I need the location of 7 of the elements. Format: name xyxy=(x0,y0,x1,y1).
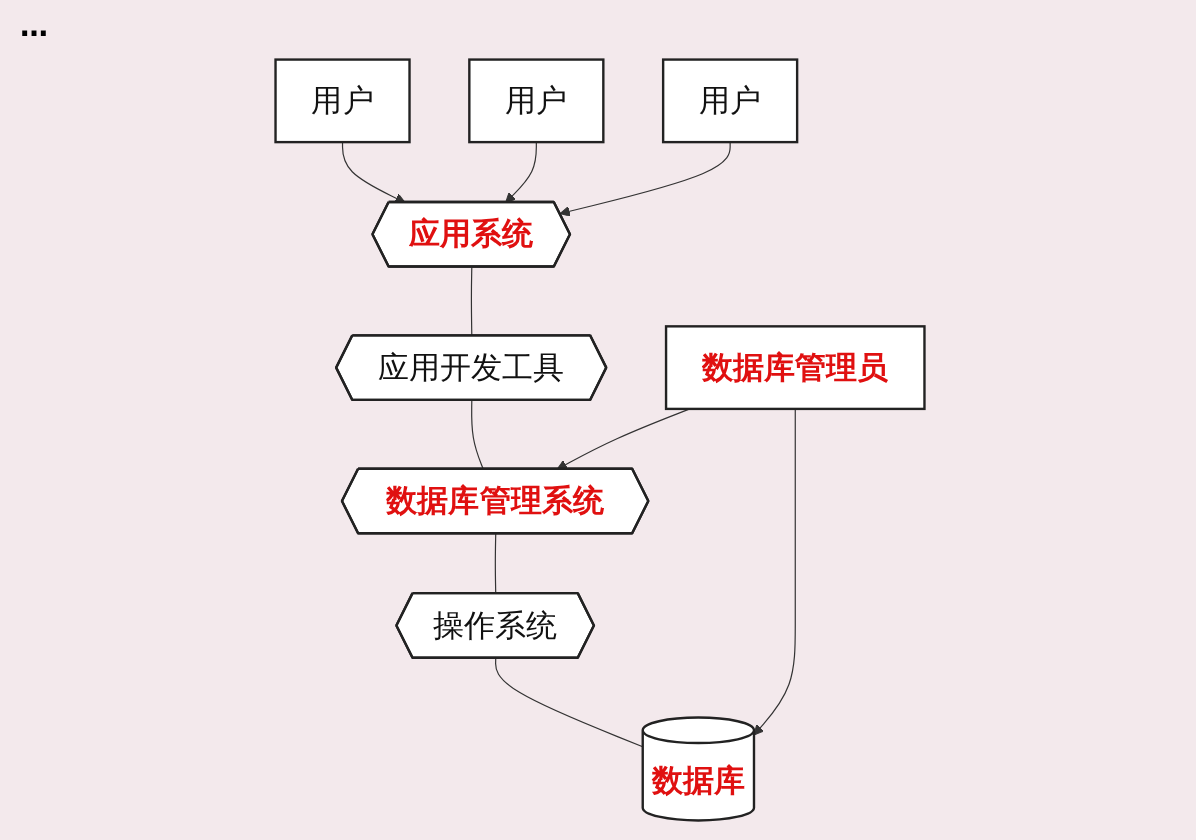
arrow xyxy=(753,408,796,736)
node-box: 用户 xyxy=(274,58,411,144)
node-box: 用户 xyxy=(661,58,799,144)
node-box: 数据库管理员 xyxy=(664,325,926,411)
ellipsis-text: … xyxy=(20,10,48,43)
node-box: 用户 xyxy=(468,58,605,144)
connector xyxy=(495,657,644,748)
